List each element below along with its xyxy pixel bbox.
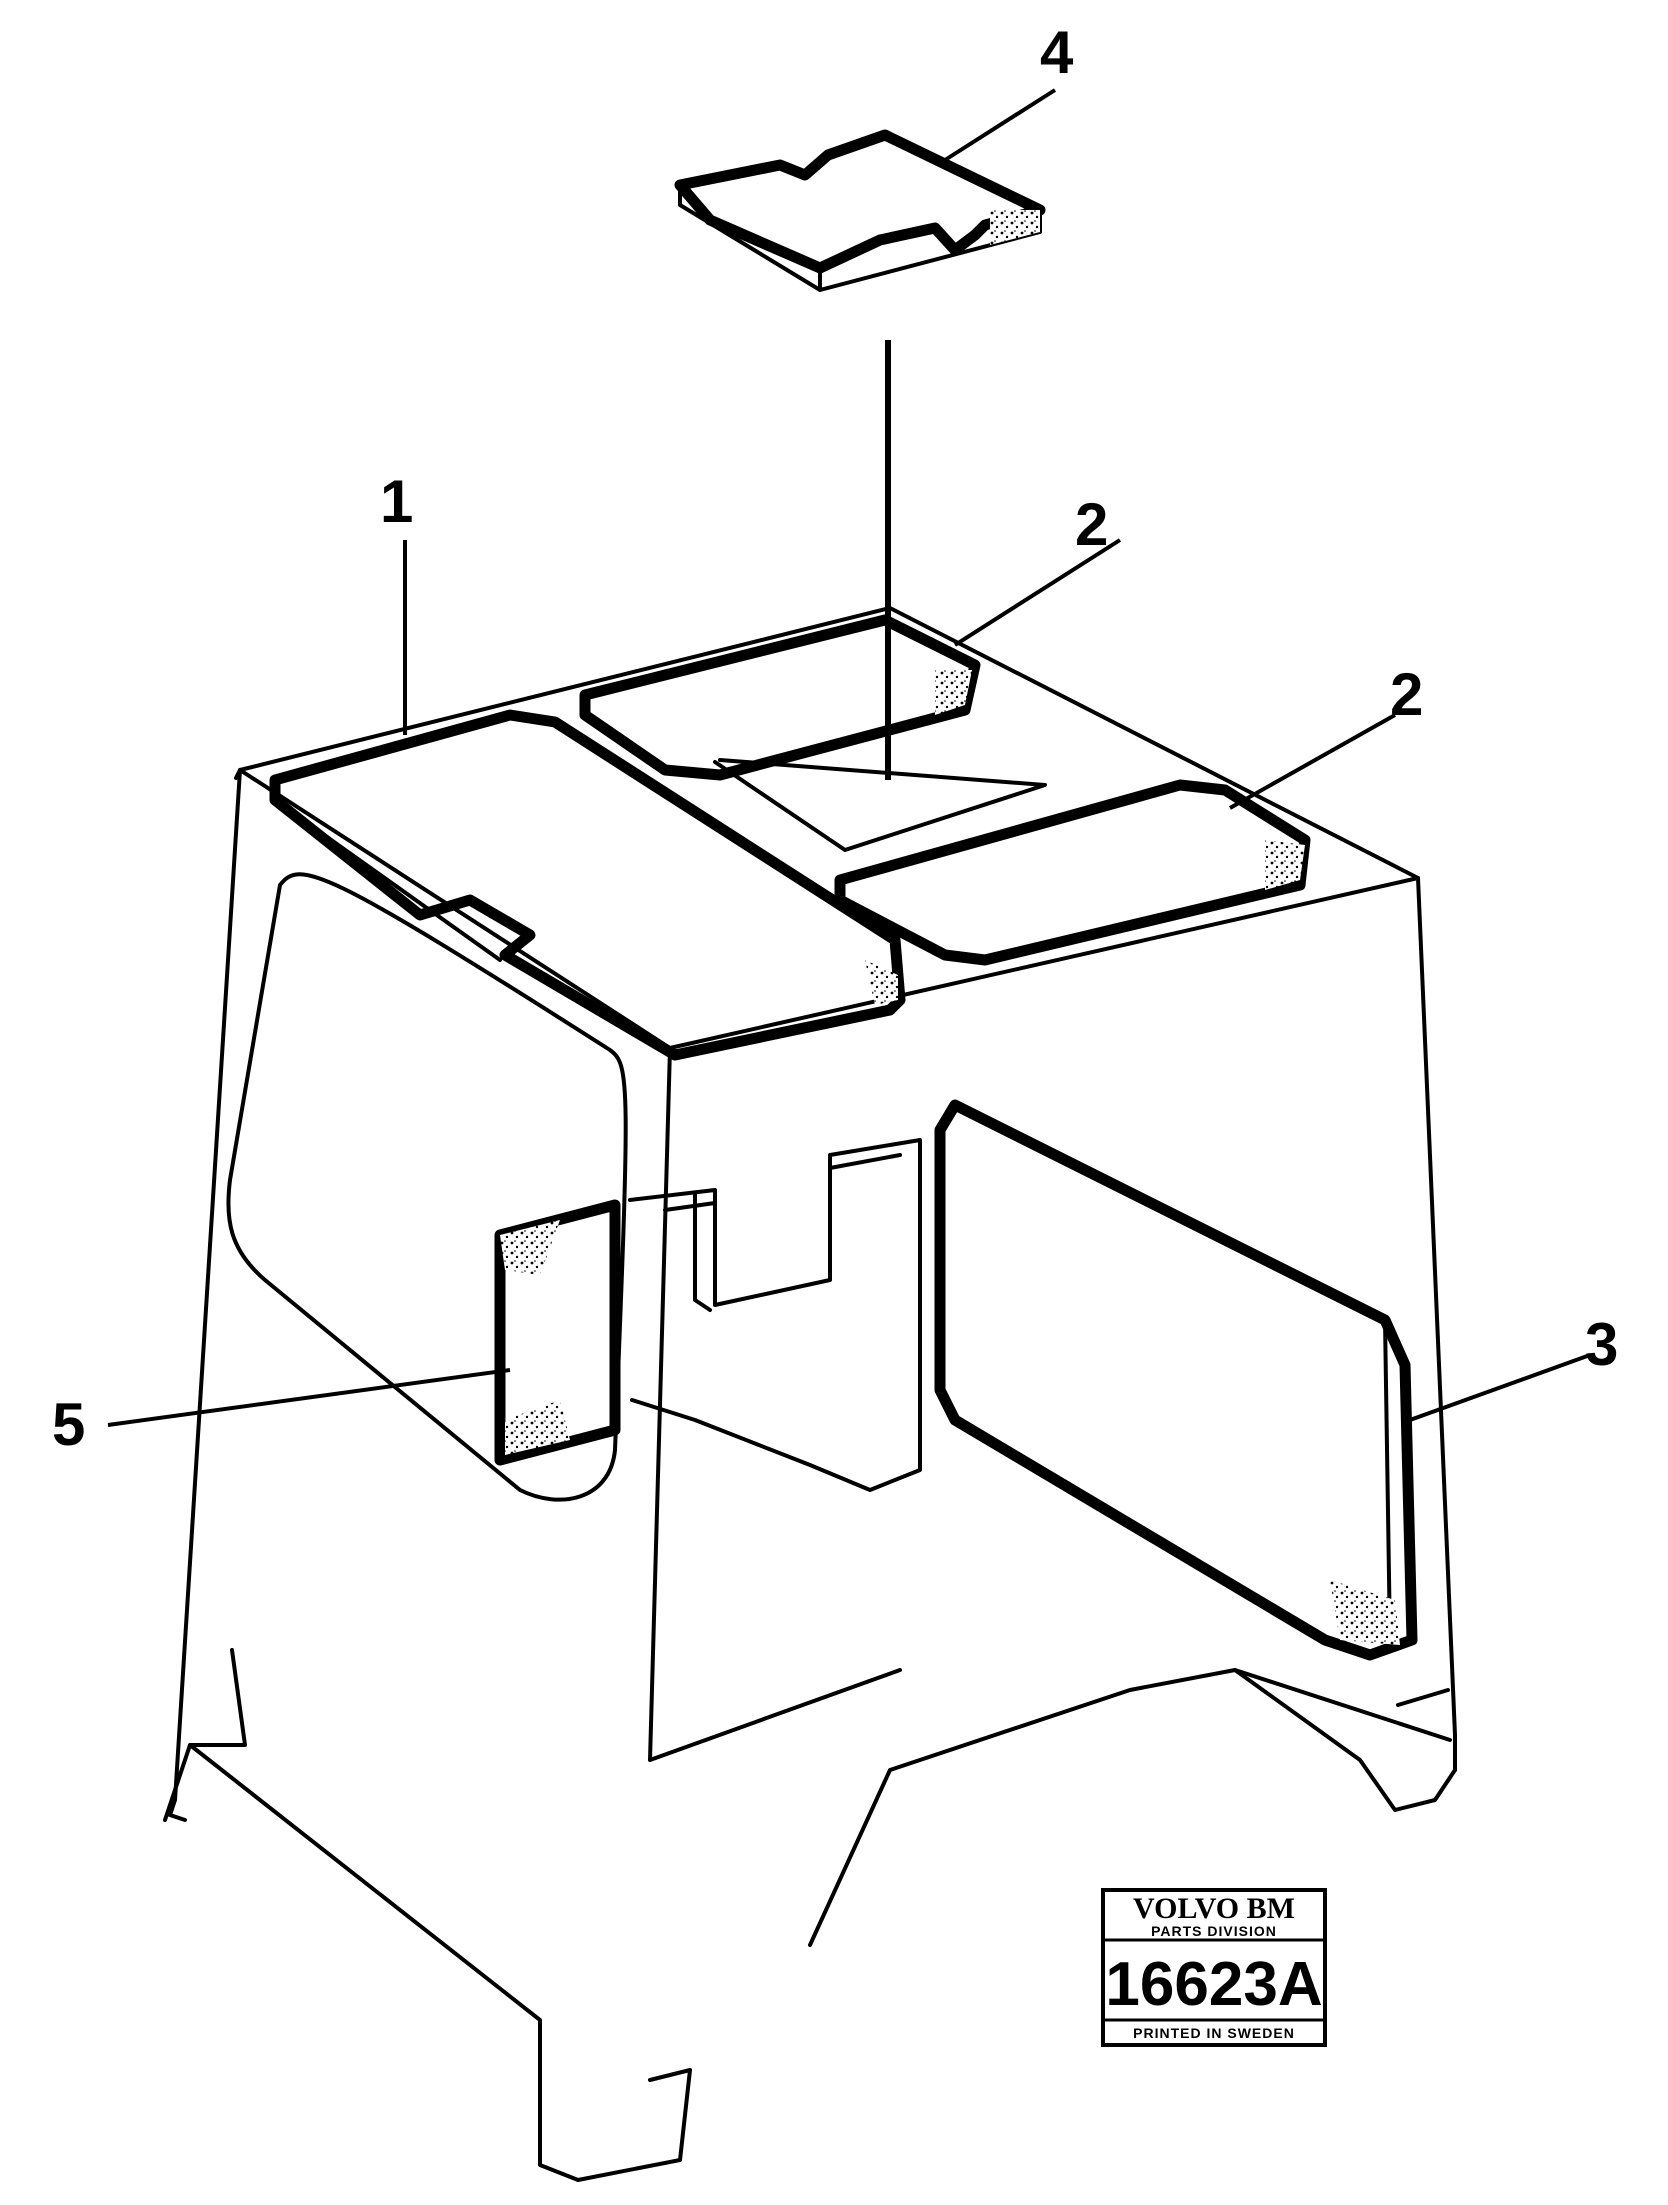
stamp-printed: PRINTED IN SWEDEN [1133, 2025, 1295, 2041]
roof-liner-part-2-a [579, 614, 1047, 852]
leader-5 [107, 1368, 511, 1427]
stamp-division: PARTS DIVISION [1151, 1923, 1277, 1939]
callout-2a: 2 [1075, 491, 1108, 558]
leader-4 [943, 88, 1057, 162]
callout-5: 5 [52, 1391, 85, 1458]
leader-3 [1409, 1353, 1591, 1422]
rear-panel-part-5 [494, 1199, 621, 1466]
leader-2b [1229, 713, 1396, 810]
callout-3: 3 [1585, 1311, 1618, 1378]
callout-2b: 2 [1390, 661, 1423, 728]
pad-part-4 [674, 129, 1046, 292]
volvo-bm-stamp: VOLVO BM PARTS DIVISION 16623A PRINTED I… [1101, 1888, 1327, 2047]
roof-liner-part-1 [269, 709, 906, 1061]
roof-liner-part-2-b [834, 779, 1311, 966]
cab-frame [163, 606, 1457, 2182]
stamp-brand: VOLVO BM [1133, 1892, 1295, 1925]
callout-4: 4 [1040, 19, 1074, 86]
side-panel-part-3 [934, 1099, 1418, 1661]
leader-2a [953, 538, 1122, 647]
stamp-number: 16623A [1105, 1950, 1322, 2019]
callout-1: 1 [380, 468, 413, 535]
